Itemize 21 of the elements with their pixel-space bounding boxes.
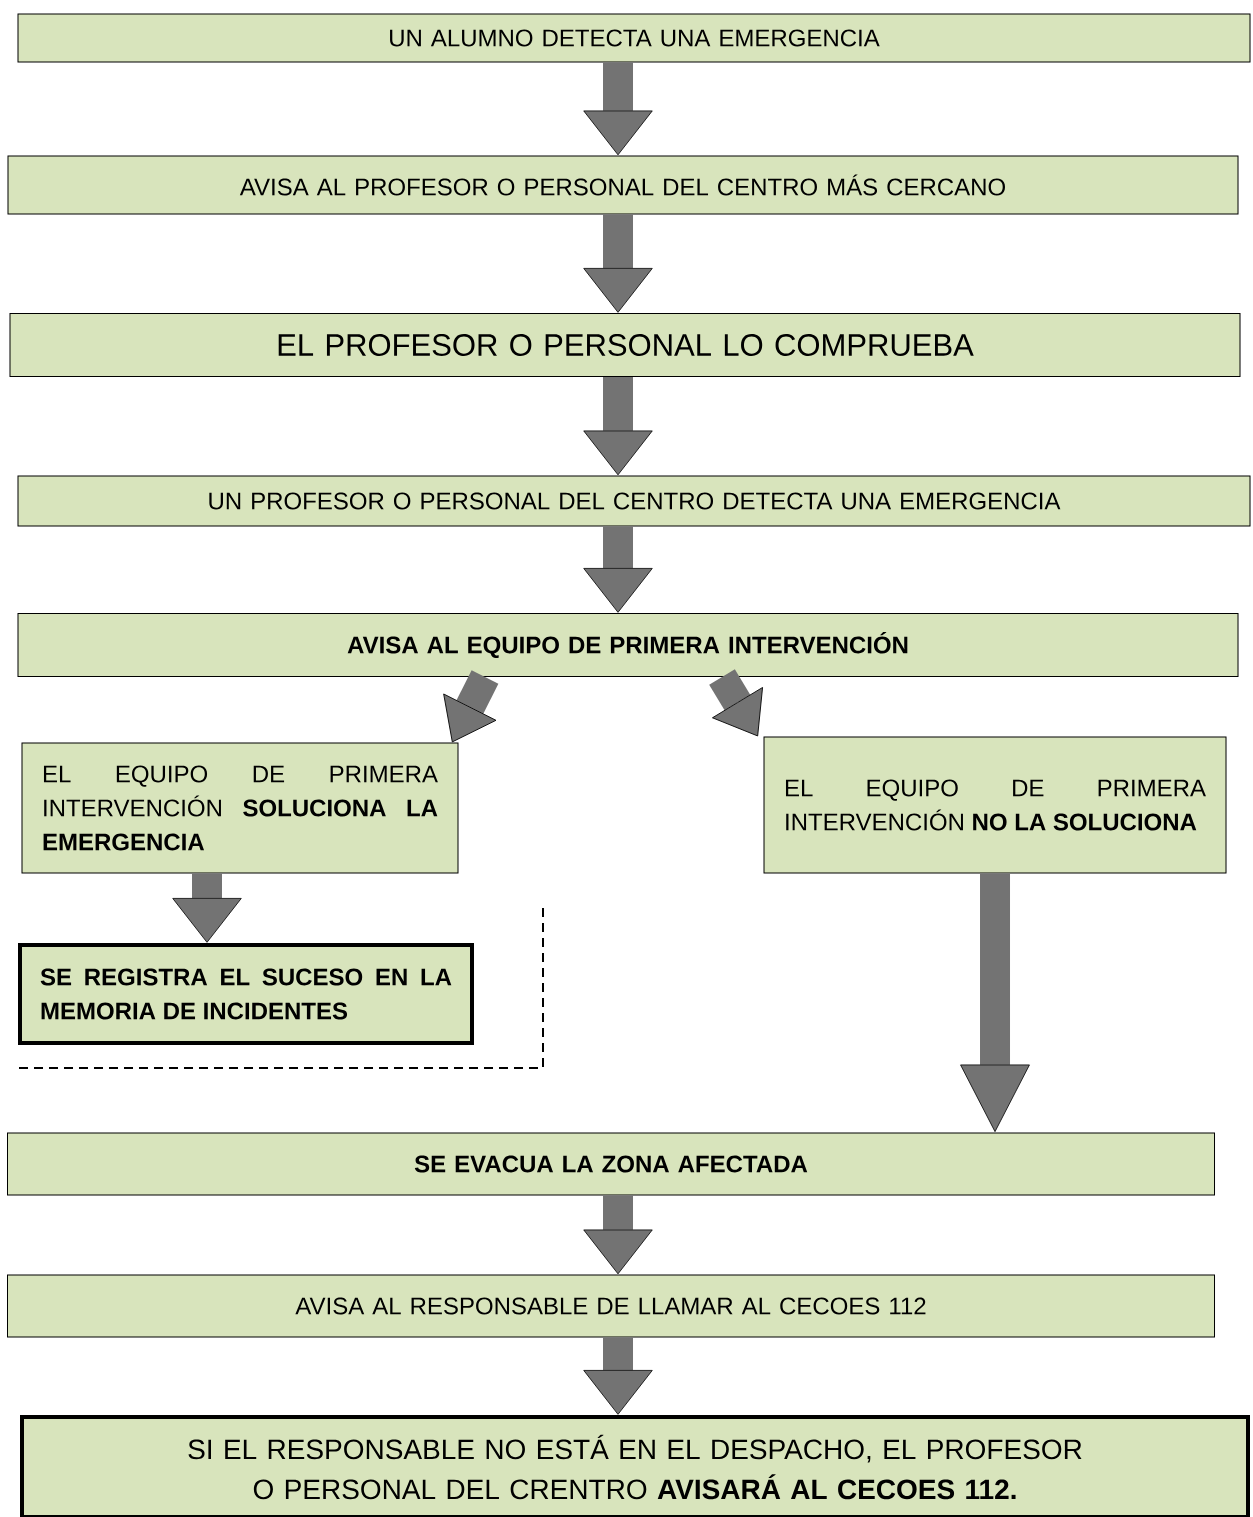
block-arrow: [583, 526, 653, 613]
highlighted-box: SI EL RESPONSABLE NO ESTÁ EN EL DESPACHO, EL PROFESOR O PERSONAL DEL CRENTRO AVISARÁ AL CECOES 112.: [20, 1415, 1250, 1517]
block-arrow: [583, 377, 653, 476]
block-arrow: [583, 1337, 653, 1415]
process-box: AVISA AL PROFESOR O PERSONAL DEL CENTRO MÁS CERCANO: [7, 155, 1239, 215]
process-box: EL EQUIPO DE PRIMERA INTERVENCIÓN NO LA SOLUCIONA: [763, 736, 1227, 874]
block-arrow: [443, 670, 499, 743]
process-box: SE EVACUA LA ZONA AFECTADA: [7, 1132, 1215, 1196]
block-arrow: [583, 214, 653, 313]
highlighted-box: SE REGISTRA EL SUCESO EN LA MEMORIA DE INCIDENTES: [18, 943, 474, 1045]
block-arrow: [583, 1195, 653, 1275]
block-arrow: [172, 873, 242, 943]
block-arrow: [709, 669, 763, 737]
process-box: EL PROFESOR O PERSONAL LO COMPRUEBA: [9, 313, 1241, 377]
process-box: UN PROFESOR O PERSONAL DEL CENTRO DETECTA UNA EMERGENCIA: [17, 475, 1251, 527]
process-box: UN ALUMNO DETECTA UNA EMERGENCIA: [17, 13, 1251, 63]
process-box: EL EQUIPO DE PRIMERA INTERVENCIÓN SOLUCIONA LA EMERGENCIA: [21, 742, 459, 874]
process-box: AVISA AL EQUIPO DE PRIMERA INTERVENCIÓN: [17, 613, 1239, 677]
block-arrow: [960, 873, 1030, 1133]
process-box: AVISA AL RESPONSABLE DE LLAMAR AL CECOES 112: [7, 1274, 1215, 1338]
block-arrow: [583, 62, 653, 156]
